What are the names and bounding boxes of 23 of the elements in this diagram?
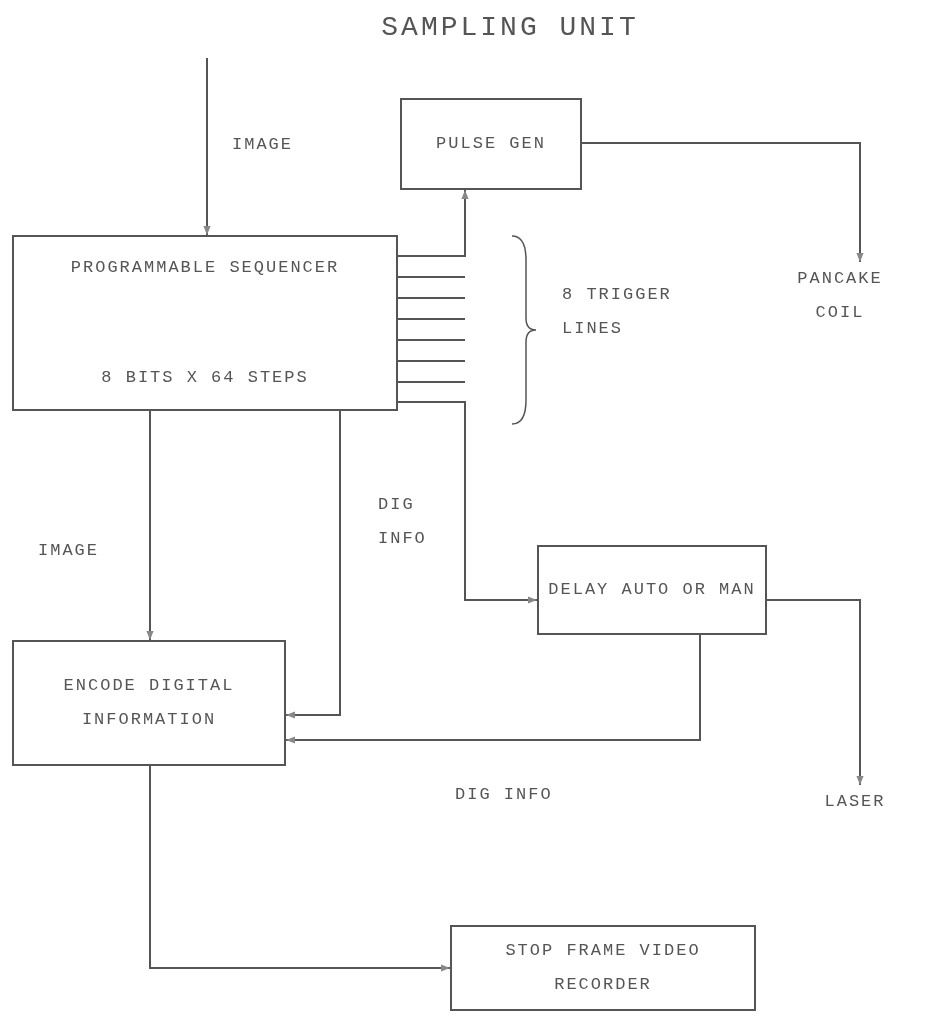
box-title: DELAY AUTO OR MAN — [548, 579, 756, 601]
arrow — [397, 189, 469, 257]
arrow — [203, 57, 211, 236]
box-title: PROGRAMMABLE SEQUENCER — [70, 257, 340, 279]
process-box — [450, 925, 756, 1011]
arrow — [146, 410, 154, 641]
process-box — [12, 235, 398, 411]
box-title: PULSE GEN — [436, 133, 546, 155]
arrow — [149, 765, 451, 972]
diagram-title: SAMPLING UNIT — [380, 12, 640, 43]
process-box — [400, 98, 582, 190]
box-title: ENCODE DIGITAL INFORMATION — [62, 675, 236, 731]
arrow — [581, 142, 864, 263]
arrow — [285, 410, 341, 719]
arrow — [285, 634, 701, 744]
arrow — [766, 599, 864, 786]
box-subtitle: 8 BITS X 64 STEPS — [101, 367, 309, 389]
arrow — [397, 401, 538, 604]
process-box — [12, 640, 286, 766]
box-title: STOP FRAME VIDEO RECORDER — [504, 940, 702, 996]
text-label: LASER — [810, 785, 900, 819]
text-label: PANCAKE COIL — [770, 262, 910, 332]
process-box — [537, 545, 767, 635]
